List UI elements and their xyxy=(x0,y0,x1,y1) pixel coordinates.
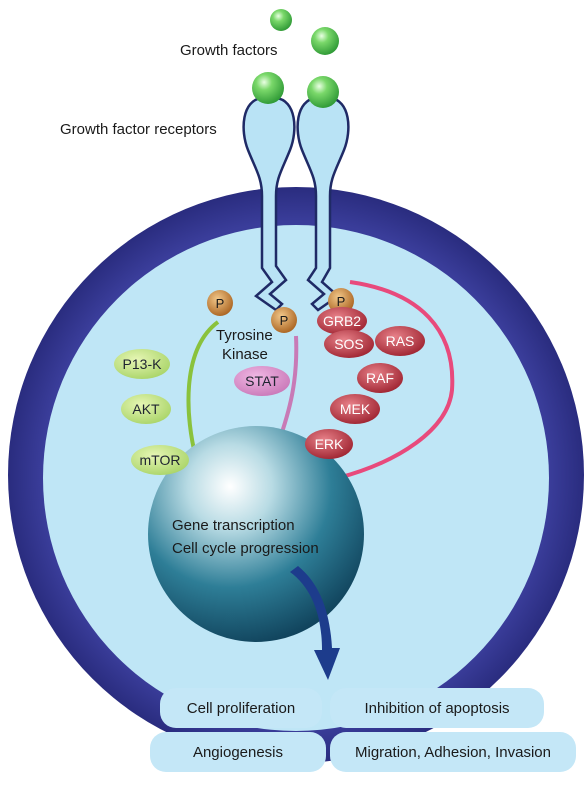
pi3k-pathway-arrow xyxy=(186,320,220,462)
growth-factors-label: Growth factors xyxy=(180,42,278,59)
phosphate-group: P xyxy=(271,307,297,333)
svg-text:RAS: RAS xyxy=(386,333,415,349)
svg-text:Angiogenesis: Angiogenesis xyxy=(193,744,283,761)
svg-text:mTOR: mTOR xyxy=(140,452,181,468)
gene-transcription-label: Gene transcription xyxy=(172,517,295,534)
mtor-pill: mTOR xyxy=(131,445,189,475)
outcome-cell-proliferation: Cell proliferation xyxy=(160,688,322,728)
phosphate-group: P xyxy=(207,290,233,316)
growth-factor-ligand xyxy=(270,9,292,31)
outcome-angiogenesis: Angiogenesis xyxy=(150,732,326,772)
svg-text:RAF: RAF xyxy=(366,370,394,386)
svg-text:AKT: AKT xyxy=(132,401,160,417)
growth-factor-ligand xyxy=(311,27,339,55)
kinase-label: Kinase xyxy=(222,346,268,363)
svg-text:Inhibition of apoptosis: Inhibition of apoptosis xyxy=(364,700,509,717)
mek-pill: MEK xyxy=(330,394,380,424)
akt-pill: AKT xyxy=(121,394,171,424)
svg-text:P: P xyxy=(337,294,346,309)
svg-text:SOS: SOS xyxy=(334,336,364,352)
output-arrow xyxy=(290,566,340,680)
stat-pill: STAT xyxy=(234,366,290,396)
raf-pill: RAF xyxy=(357,363,403,393)
growth-factor-receptor-left xyxy=(242,96,296,312)
sos-pill: SOS xyxy=(324,330,374,358)
svg-text:P13-K: P13-K xyxy=(123,356,163,372)
ras-pathway-arrow xyxy=(333,280,455,482)
svg-text:STAT: STAT xyxy=(245,373,279,389)
svg-text:MEK: MEK xyxy=(340,401,371,417)
growth-factor-bound xyxy=(252,72,284,104)
svg-text:ERK: ERK xyxy=(315,436,344,452)
erk-pill: ERK xyxy=(305,429,353,459)
svg-text:P: P xyxy=(280,313,289,328)
tyrosine-label: Tyrosine xyxy=(216,327,273,344)
outcome-inhibition-of-apoptosis: Inhibition of apoptosis xyxy=(330,688,544,728)
growth-factor-receptors-label: Growth factor receptors xyxy=(60,121,217,138)
svg-text:Cell proliferation: Cell proliferation xyxy=(187,700,295,717)
cell-cycle-progression-label: Cell cycle progression xyxy=(172,540,319,557)
growth-factor-receptor-right xyxy=(296,96,350,312)
pi3k-pill: P13-K xyxy=(114,349,170,379)
outcome-migration-adhesion-invasion: Migration, Adhesion, Invasion xyxy=(330,732,576,772)
growth-factor-bound xyxy=(307,76,339,108)
svg-text:GRB2: GRB2 xyxy=(323,313,361,329)
ras-pill: RAS xyxy=(375,326,425,356)
svg-text:Migration, Adhesion, Invasion: Migration, Adhesion, Invasion xyxy=(355,744,551,761)
svg-text:P: P xyxy=(216,296,225,311)
grb2-pill: GRB2 xyxy=(317,307,367,335)
